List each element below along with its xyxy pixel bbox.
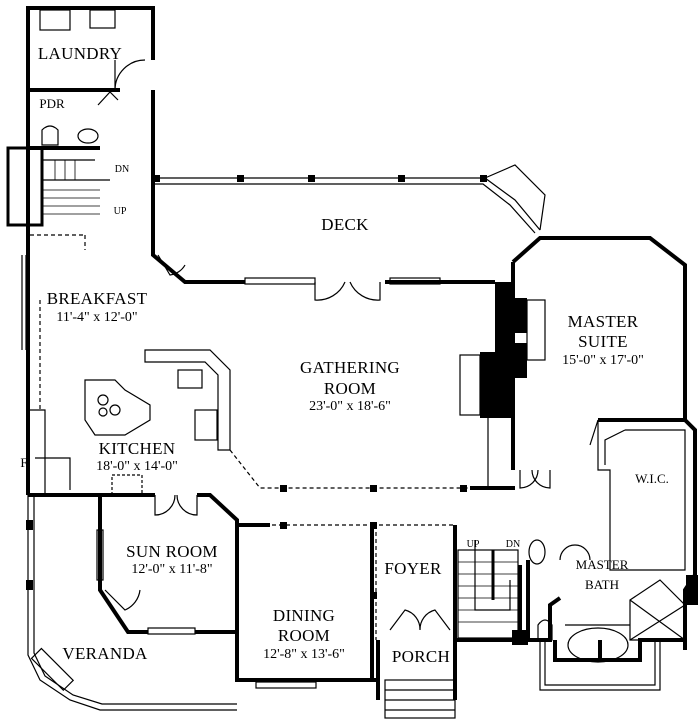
room-dims-sun-room: 12'-0" x 11'-8" (131, 562, 213, 577)
room-label-gathering-2: ROOM (323, 379, 377, 398)
room-label-gathering-1: GATHERING (300, 358, 400, 377)
marker-f: F (20, 455, 28, 470)
room-label-veranda: VERANDA (62, 644, 148, 663)
room-dims-breakfast: 11'-4" x 12'-0" (56, 310, 138, 325)
room-dims-kitchen: 18'-0" x 14'-0" (96, 459, 178, 474)
room-label-sun-room: SUN ROOM (126, 542, 218, 561)
room-label-pdr: PDR (39, 96, 65, 111)
room-label-laundry: LAUNDRY (37, 44, 123, 63)
room-dims-master-suite: 15'-0" x 17'-0" (562, 353, 644, 368)
stair-label-front-dn: DN (505, 539, 521, 550)
room-label-master-suite-1: MASTER (567, 312, 639, 331)
stair-label-front-up: UP (466, 539, 480, 550)
room-label-dining-2: ROOM (277, 626, 331, 645)
room-label-master-bath-1: MASTER (575, 557, 629, 572)
room-label-wic: W.I.C. (635, 471, 669, 486)
stair-label-rear-dn: DN (114, 164, 130, 175)
thin-lines (6, 9, 686, 719)
room-label-kitchen: KITCHEN (98, 439, 176, 458)
room-label-breakfast: BREAKFAST (46, 289, 148, 308)
room-label-master-suite-2: SUITE (578, 332, 628, 351)
room-label-deck: DECK (321, 215, 369, 234)
room-label-dining-1: DINING (272, 606, 336, 625)
fireplace (480, 282, 698, 645)
stair-label-rear-up: UP (113, 206, 127, 217)
room-label-foyer: FOYER (384, 559, 442, 578)
posts (26, 175, 487, 599)
room-dims-gathering: 23'-0" x 18'-6" (309, 399, 391, 414)
room-dims-dining: 12'-8" x 13'-6" (263, 647, 345, 662)
room-label-porch: PORCH (391, 647, 451, 666)
room-label-master-bath-2: BATH (585, 577, 619, 592)
